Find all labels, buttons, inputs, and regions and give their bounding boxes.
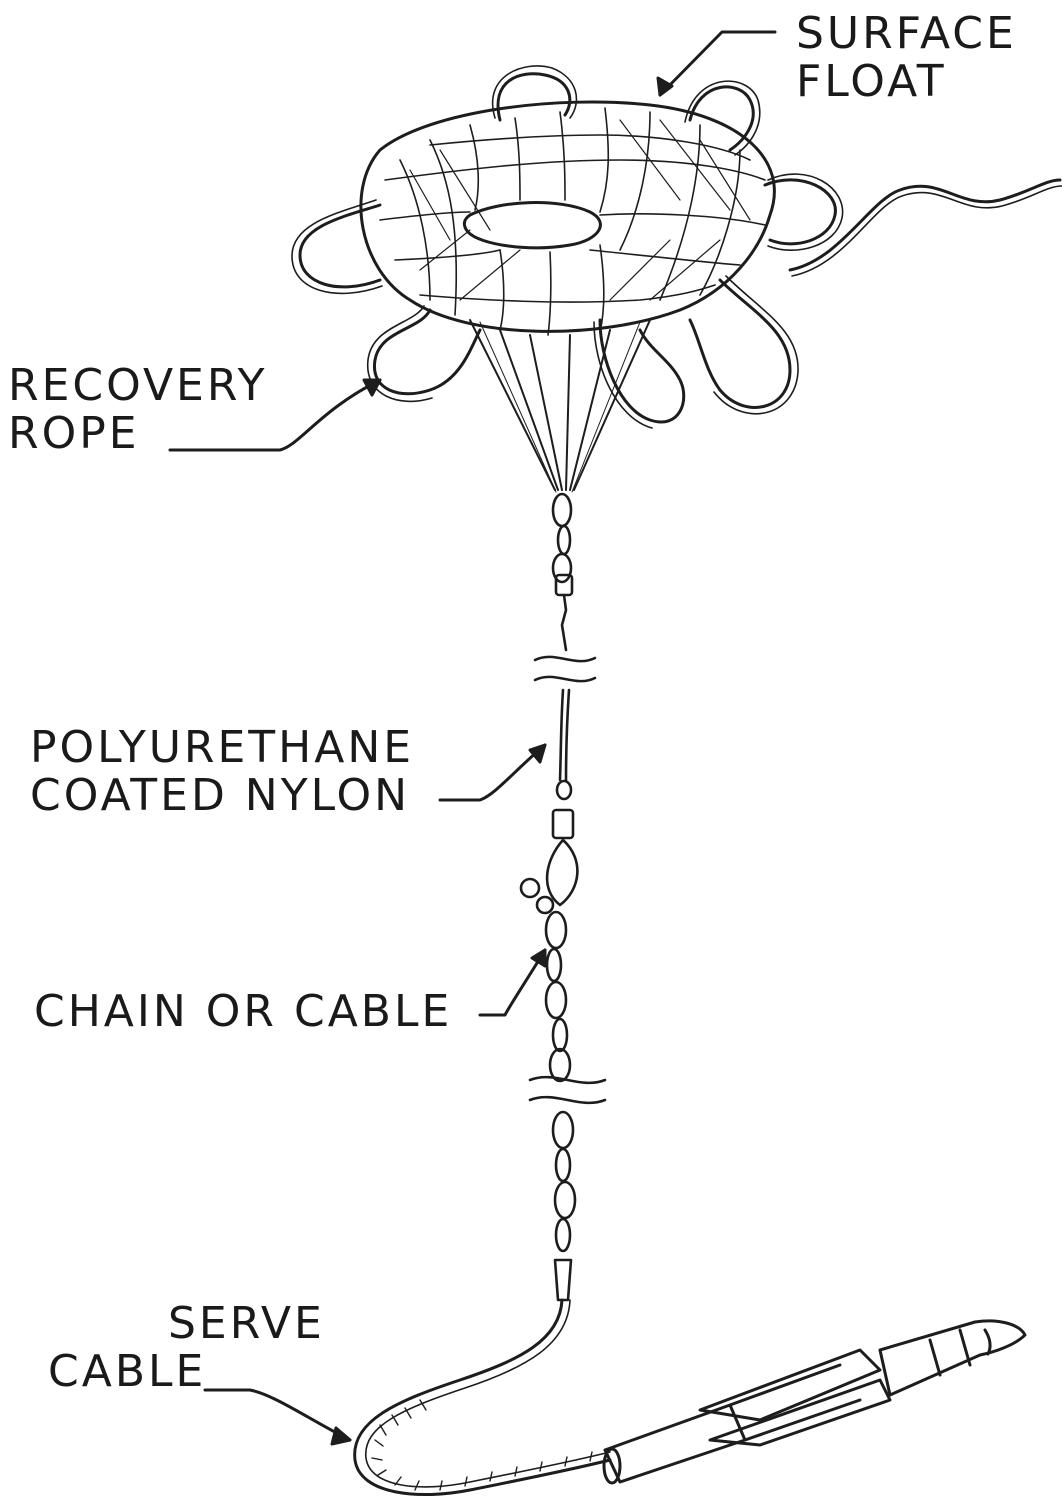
leader-chain [480,950,545,1015]
label-serve-cable: SERVE CABLE [48,1300,325,1397]
leader-serve-cable [205,1390,350,1444]
label-chain-or-cable: CHAIN OR CABLE [34,988,452,1036]
break-mark-lower [530,1077,605,1103]
chain-links [546,912,570,1081]
leader-surface-float [658,32,775,95]
nylon-line [553,690,573,838]
label-recovery-rope-line2: ROPE [8,410,268,458]
label-nylon-line1: POLYURETHANE [30,724,414,772]
leader-nylon [440,745,545,800]
shackle [521,840,577,913]
label-serve-cable-line1: SERVE [48,1300,325,1348]
surface-float-drawing [361,102,774,335]
upper-chain [553,494,572,650]
label-serve-cable-line2: CABLE [48,1348,325,1396]
chain-links-lower [553,1112,575,1300]
label-nylon-line2: COATED NYLON [30,772,414,820]
label-surface-float-line2: FLOAT [796,58,1017,106]
label-polyurethane-coated-nylon: POLYURETHANE COATED NYLON [30,724,414,821]
label-surface-float-line1: SURFACE [796,10,1017,58]
anchor-body [604,1321,1025,1483]
serve-cable [355,1300,610,1495]
label-recovery-rope-line1: RECOVERY [8,362,268,410]
bridle-lines [470,320,650,492]
label-surface-float: SURFACE FLOAT [796,10,1017,107]
label-recovery-rope: RECOVERY ROPE [8,362,268,459]
break-mark-upper [535,657,595,681]
